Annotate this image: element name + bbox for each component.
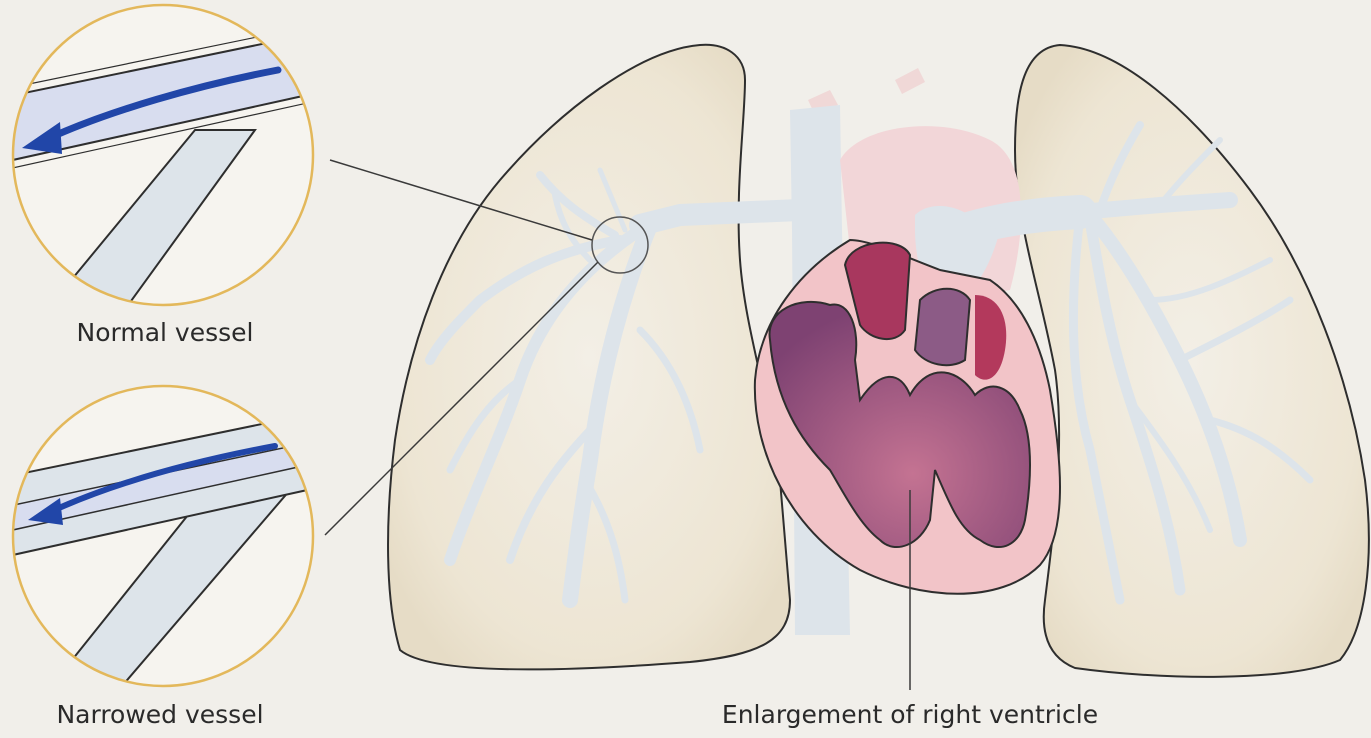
narrowed-vessel-lens (0, 386, 330, 700)
normal-vessel-label: Normal vessel (0, 318, 330, 347)
narrowed-vessel-label: Narrowed vessel (0, 700, 320, 729)
right-lung (1015, 45, 1369, 677)
pulmonary-valve (915, 289, 970, 365)
enlargement-label: Enlargement of right ventricle (660, 700, 1160, 729)
normal-vessel-lens (0, 5, 330, 330)
left-lung (388, 45, 790, 670)
